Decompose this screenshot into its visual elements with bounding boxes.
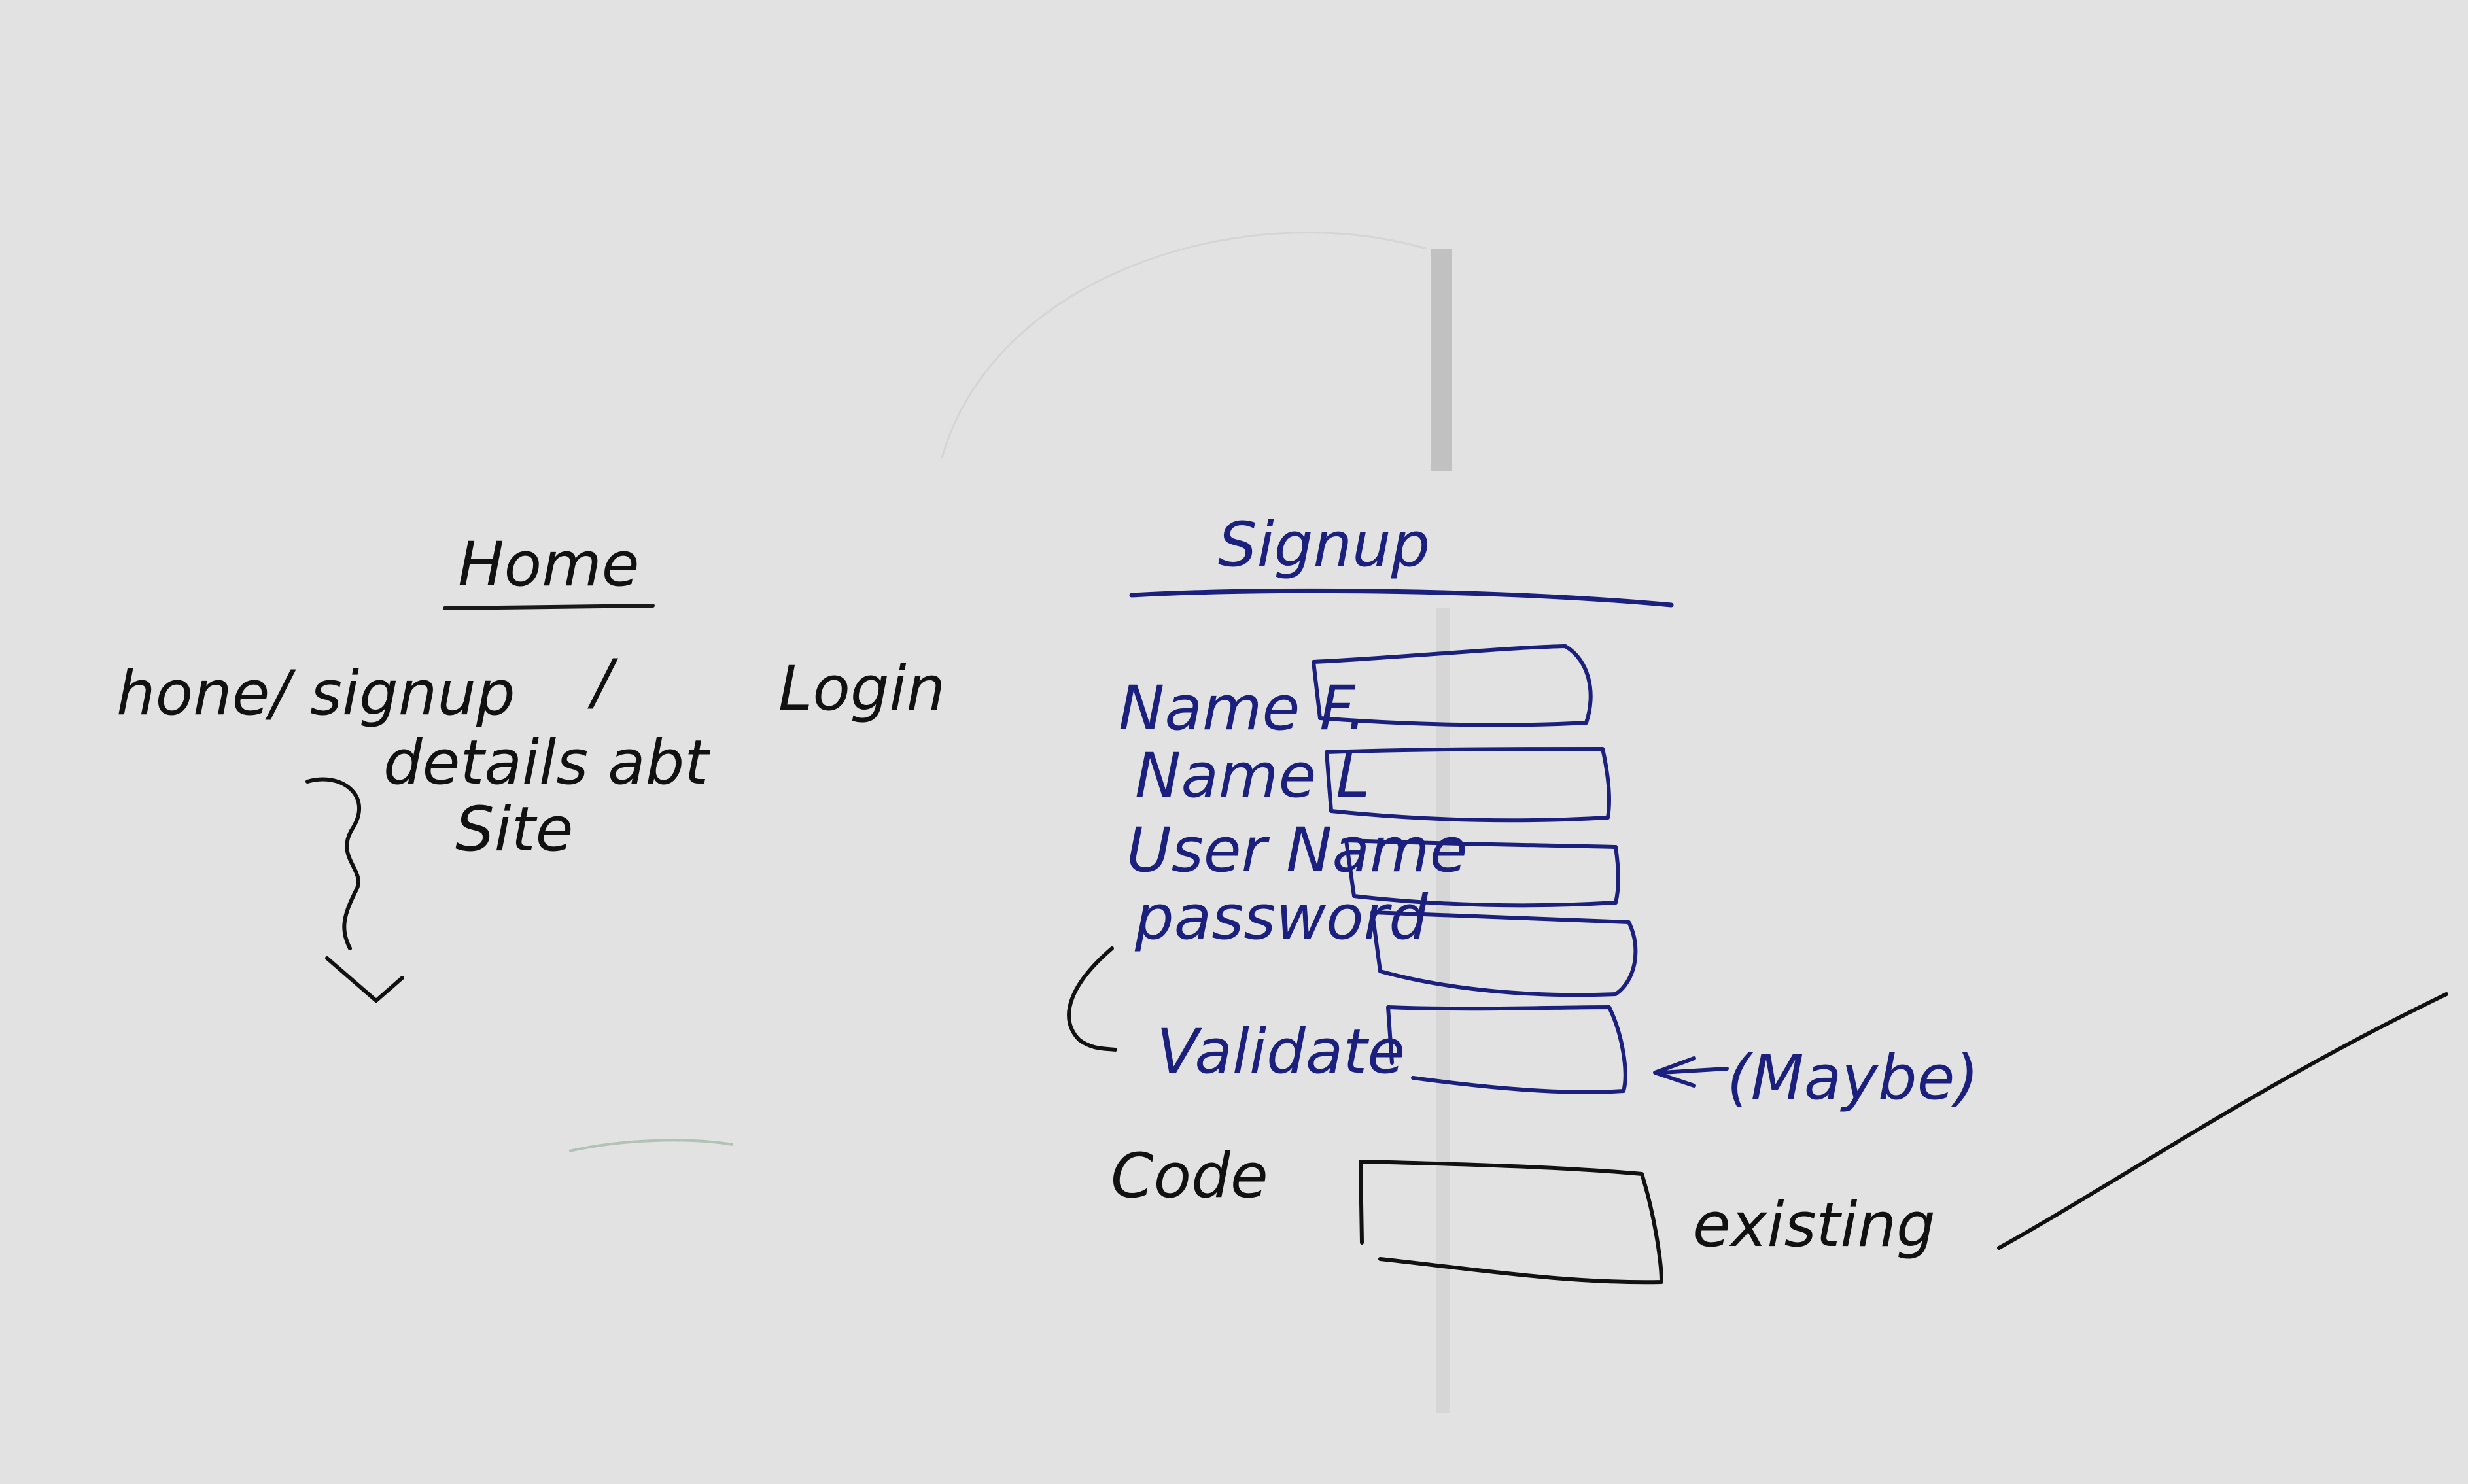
existing-note: existing (1693, 1190, 1936, 1261)
field-label-username: User Name (1126, 815, 1467, 886)
field-box-username (1344, 838, 1620, 908)
maybe-note: (Maybe) (1727, 1043, 1979, 1114)
code-label: Code (1111, 1141, 1268, 1212)
signup-section: Signup Name F. Name L User Name password… (1067, 509, 2448, 1285)
signup-title-underline (1129, 588, 1674, 608)
code-box (1359, 1160, 1663, 1285)
home-title-underline (443, 604, 655, 610)
home-nav-login: Login (778, 653, 945, 725)
field-label-name-first: Name F. (1119, 673, 1366, 744)
home-details-line1: details abt (383, 727, 710, 799)
arrow-left-icon (1653, 1056, 1729, 1088)
home-details-line2: Site (455, 794, 573, 865)
home-title: Home (458, 529, 640, 600)
field-box-name-last (1325, 747, 1611, 823)
home-nav-separator: / (587, 647, 619, 718)
field-box-validate (1386, 1005, 1627, 1094)
brace-bracket-icon (1067, 946, 1117, 1052)
home-nav-left: hone/ signup (116, 658, 515, 729)
field-box-name-first (1312, 644, 1593, 727)
field-label-password: password (1134, 882, 1429, 954)
field-box-password (1370, 910, 1638, 997)
home-section: Home hone/ signup / Login details abt Si… (116, 529, 945, 1003)
squiggle-brace-icon (305, 777, 362, 950)
long-connector-line (1997, 992, 2448, 1250)
arrow-down-icon (325, 946, 404, 1003)
eraser-smudge (568, 232, 1452, 1413)
signup-title: Signup (1218, 509, 1430, 581)
field-label-validate: Validate (1156, 1016, 1405, 1088)
